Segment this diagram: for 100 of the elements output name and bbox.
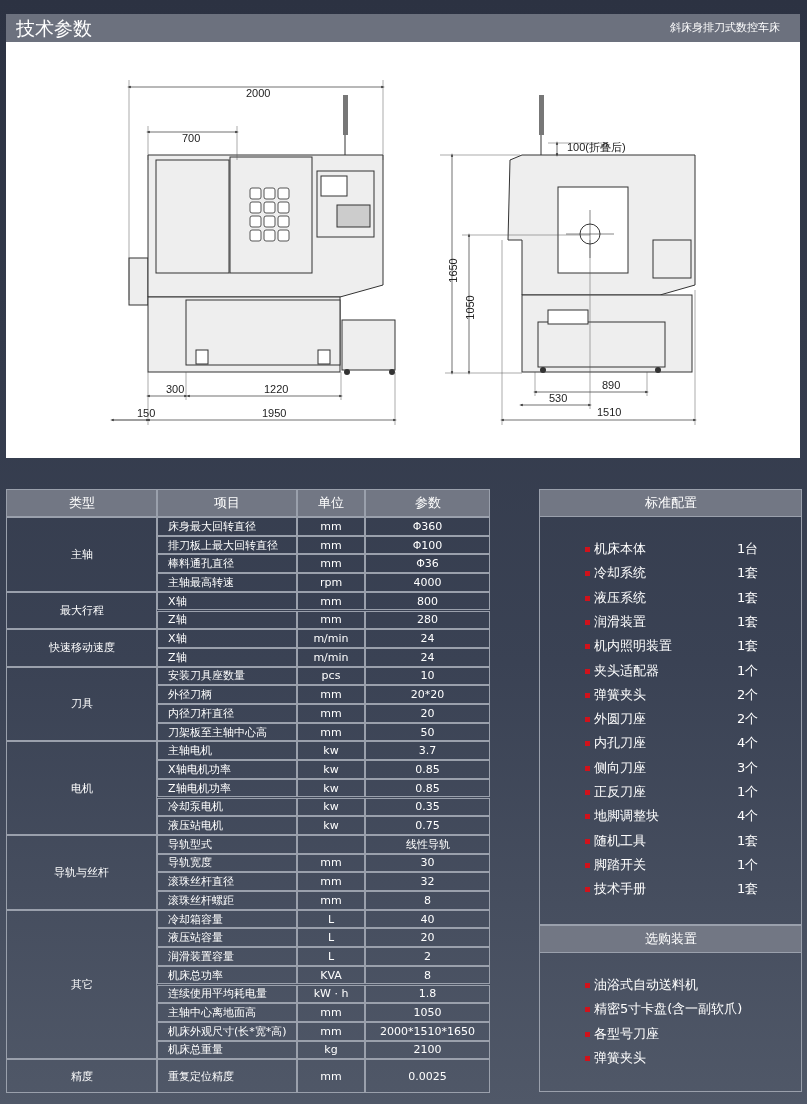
category-cell: 最大行程 [6,591,157,630]
dimension-label: 2000 [246,88,271,99]
item-cell: 主轴中心离地面高 [157,1003,297,1022]
item-cell: 主轴最高转速 [157,573,297,592]
value-cell: 8 [365,891,490,910]
unit-cell: mm [297,554,365,574]
item-cell: 润滑装置容量 [157,947,297,966]
item-cell: 外径刀柄 [157,685,297,704]
list-item: 机床本体 [594,542,646,555]
dimension-label: 150 [137,408,156,419]
quantity-label: 1套 [737,614,759,628]
quantity-label: 1台 [737,542,759,555]
panel-heading: 选购装置 [539,925,802,953]
unit-cell: mm [297,610,365,630]
list-item: 油浴式自动送料机 [594,978,698,991]
list-item: 各型号刀座 [594,1026,659,1040]
value-cell: 1050 [365,1003,490,1022]
quantity-label: 1套 [737,566,759,580]
value-cell: 0.85 [365,778,490,798]
category-cell: 刀具 [6,666,157,742]
dimension-label: 890 [602,380,621,391]
item-cell: 床身最大回转直径 [157,517,297,536]
quantity-label: 2个 [737,687,759,701]
item-cell: X轴 [157,629,297,648]
quantity-label: 1个 [737,785,759,798]
value-cell: 20*20 [365,685,490,704]
value-cell: 30 [365,853,490,873]
unit-cell: L [297,928,365,948]
item-cell: 棒料通孔直径 [157,554,297,574]
list-item: 弹簧夹头 [594,687,646,701]
item-cell: 刀架板至主轴中心高 [157,722,297,742]
dimension-label: 1950 [262,408,287,419]
list-item: 冷却系统 [594,566,646,580]
item-cell: X轴 [157,591,297,611]
value-cell: 3.7 [365,741,490,761]
item-cell: 内径刀杆直径 [157,704,297,723]
dimension-label: 1220 [264,384,289,395]
item-cell: 主轴电机 [157,741,297,761]
item-cell: 重复定位精度 [157,1059,297,1094]
item-cell: 液压站电机 [157,816,297,835]
unit-cell: L [297,909,365,929]
list-item: 随机工具 [594,833,646,847]
value-cell: 40 [365,909,490,929]
item-cell: 机床总重量 [157,1040,297,1060]
unit-cell: mm [297,535,365,555]
list-item: 内孔刀座 [594,736,646,750]
value-cell: 0.35 [365,797,490,817]
unit-cell: rpm [297,573,365,592]
item-cell: 机床外观尺寸(长*宽*高) [157,1021,297,1041]
quantity-label: 3个 [737,760,759,774]
unit-cell: kW · h [297,984,365,1004]
quantity-label: 4个 [737,809,759,823]
item-cell: 导轨宽度 [157,853,297,873]
dimension-label: 1050 [464,295,476,320]
unit-cell: L [297,947,365,966]
quantity-label: 1个 [737,857,759,871]
type-column-header: 类型 [6,489,157,517]
value-cell: 0.0025 [365,1059,490,1094]
value-cell: 24 [365,629,490,648]
list-item: 机内照明装置 [594,639,672,653]
value-cell: 2100 [365,1040,490,1060]
unit-cell: mm [297,685,365,704]
item-cell: 排刀板上最大回转直径 [157,535,297,555]
item-cell: 液压站容量 [157,928,297,948]
value-cell: 20 [365,928,490,948]
item-cell: 冷却泵电机 [157,797,297,817]
quantity-label: 4个 [737,736,759,750]
list-item: 夹头适配器 [594,663,659,677]
value-cell: 10 [365,666,490,686]
item-cell: Z轴 [157,647,297,667]
value-cell: 4000 [365,573,490,592]
unit-cell: kg [297,1040,365,1060]
item-column-header: 项目 [157,489,297,517]
list-item: 弹簧夹头 [594,1050,646,1064]
quantity-label: 1套 [737,833,759,847]
unit-cell: pcs [297,666,365,686]
item-cell: 冷却箱容量 [157,909,297,929]
item-cell: Z轴 [157,610,297,630]
dimension-label: 700 [182,133,201,144]
unit-cell: mm [297,1003,365,1022]
value-cell: 1.8 [365,984,490,1004]
list-item: 脚踏开关 [594,857,646,871]
item-cell: Z轴电机功率 [157,778,297,798]
unit-cell: kw [297,797,365,817]
value-column-header: 参数 [365,489,490,517]
unit-cell: kw [297,816,365,835]
value-cell: Φ36 [365,554,490,574]
value-cell: 24 [365,647,490,667]
value-cell: 线性导轨 [365,834,490,854]
category-cell: 其它 [6,909,157,1060]
list-item: 外圆刀座 [594,712,646,726]
value-cell: Φ100 [365,535,490,555]
value-cell: 8 [365,965,490,985]
unit-cell: kw [297,760,365,779]
item-cell: 滚珠丝杆直径 [157,872,297,891]
dimension-label: 100(折叠后) [567,142,626,153]
unit-cell: mm [297,853,365,873]
dimension-label: 1650 [447,258,459,283]
unit-cell: mm [297,517,365,536]
unit-cell: KVA [297,965,365,985]
